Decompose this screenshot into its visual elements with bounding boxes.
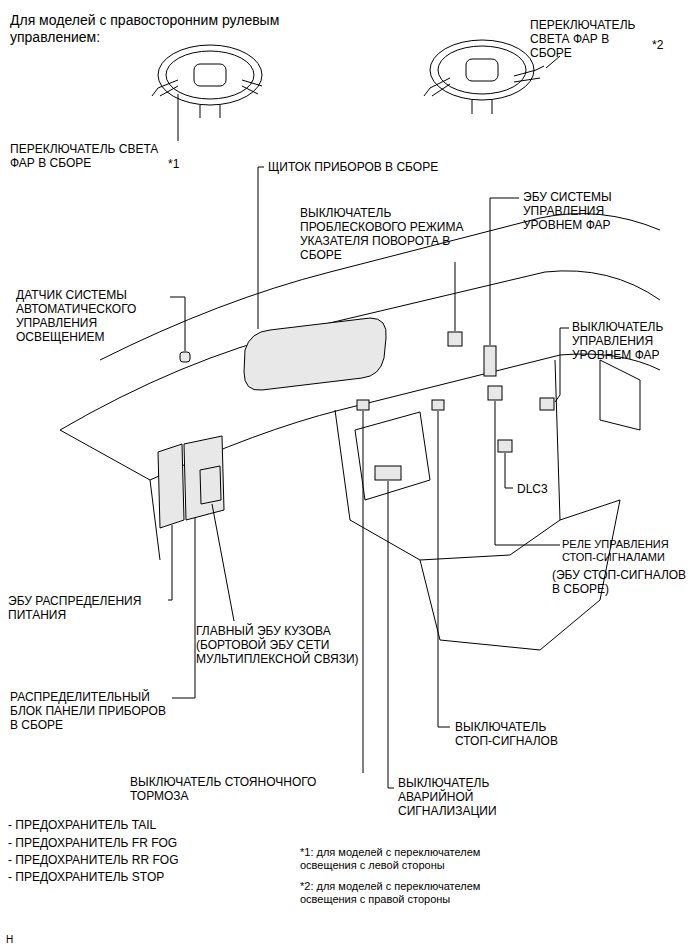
leader-line [455,262,456,331]
part-name: ВЫКЛЮЧАТЕЛЬ ПРОБЛЕСКОВОГО РЕЖИМА УКАЗАТЕ… [300,206,468,262]
dash-side [60,430,160,560]
part-name: ЭБУ СИСТЕМЫ УПРАВЛЕНИЯ УРОВНЕМ ФАР [523,190,658,232]
callout-number: *2 [652,38,663,52]
leader-line [505,453,513,488]
leader-line [363,411,364,773]
dlc3 [498,440,512,452]
stop-relay [488,386,502,400]
figure-code: H [6,934,13,946]
center-console [335,360,560,560]
leader-line [258,167,264,329]
junction-block [184,436,224,520]
fuse-name: - ПРЕДОХРАНИТЕЛЬ FR FOG [8,836,177,850]
lever [424,78,450,96]
dash-top [60,271,660,430]
leader-line [490,198,519,345]
column [472,100,492,114]
part-name: ВЫКЛЮЧАТЕЛЬ УПРАВЛЕНИЯ УРОВНЕМ ФАР [572,320,687,362]
leader-line [555,328,569,402]
leader-line [170,297,185,351]
leader-line [388,481,394,788]
part-name: РАСПРЕДЕЛИТЕЛЬНЫЙ БЛОК ПАНЕЛИ ПРИБОРОВ В… [10,690,170,732]
leader-line [168,525,172,600]
part-name: РЕЛЕ УПРАВЛЕНИЯ СТОП-СИГНАЛАМИ [562,538,687,564]
part-name: ПЕРЕКЛЮЧАТЕЛЬ СВЕТА ФАР В СБОРЕ [10,142,162,170]
part-name: ПЕРЕКЛЮЧАТЕЛЬ СВЕТА ФАР В СБОРЕ [530,18,648,60]
wheel-rim [166,51,254,99]
combination-meter [244,318,386,390]
stop-switch [432,400,444,410]
part-name: ВЫКЛЮЧАТЕЛЬ СТОЯНОЧНОГО ТОРМОЗА [130,775,355,803]
dash-lower [150,354,660,480]
wheel-rim [158,45,262,105]
part-name: ЭБУ РАСПРЕДЕЛЕНИЯ ПИТАНИЯ [8,594,168,622]
glove-panel [600,360,640,430]
light-sensor [180,352,190,362]
fuse-name: - ПРЕДОХРАНИТЕЛЬ TAIL [8,818,156,832]
center-display [355,412,430,500]
hazard-switch [375,466,401,480]
steering-wheel-left [152,45,262,118]
leveling-ecu [484,346,496,376]
part-name: DLC3 [517,482,548,496]
part-name: (ЭБУ СТОП-СИГНАЛОВ В СБОРЕ) [552,568,687,596]
leader-line [438,411,450,727]
fuse-name: - ПРЕДОХРАНИТЕЛЬ STOP [8,870,164,884]
wheel-rim [430,40,534,100]
part-name: ВЫКЛЮЧАТЕЛЬ АВАРИЙНОЙ СИГНАЛИЗАЦИИ [398,776,548,818]
wheel-hub [194,64,226,86]
power-ecu [158,444,184,528]
part-name: ГЛАВНЫЙ ЭБУ КУЗОВА (БОРТОВОЙ ЭБУ СЕТИ МУ… [196,624,368,666]
leader-line [495,401,560,545]
steering-wheel-right [424,40,544,114]
column [200,105,220,118]
leader-lines [168,56,569,788]
fuse-name: - ПРЕДОХРАНИТЕЛЬ RR FOG [8,853,178,867]
part-name: ЩИТОК ПРИБОРОВ В СБОРЕ [268,160,438,174]
part-name: ВЫКЛЮЧАТЕЛЬ СТОП-СИГНАЛОВ [455,720,580,748]
leader-line [172,518,195,698]
footnote: *2: для моделей с переключателем освещен… [300,880,540,906]
lever [242,80,262,94]
footnote: *1: для моделей с переключателем освещен… [300,846,540,872]
lever [514,66,544,82]
flasher-relay [448,332,462,346]
body-ecu [200,466,221,504]
wheel-rim [438,46,526,94]
callout-number: *1 [168,157,179,171]
leader-line [212,504,234,621]
leveling-switch [540,398,554,410]
parking-switch [357,400,369,410]
leader-line [178,94,179,141]
wheel-hub [466,59,498,81]
lever [152,80,178,96]
part-name: ДАТЧИК СИСТЕМЫ АВТОМАТИЧЕСКОГО УПРАВЛЕНИ… [16,288,168,344]
diagram-title: Для моделей с правосторонним рулевым упр… [10,12,310,46]
